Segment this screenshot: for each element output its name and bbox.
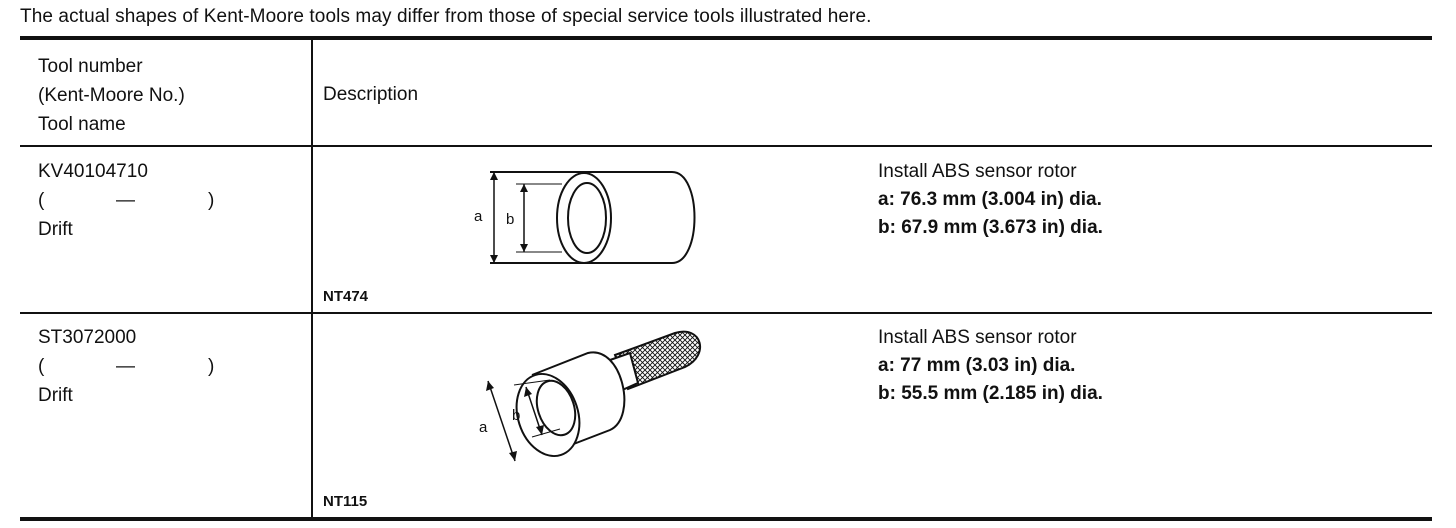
kent-moore-value: — <box>116 356 135 377</box>
table-row: ST3072000 ( — ) Drift <box>38 323 238 410</box>
table-bottom-rule <box>20 517 1432 521</box>
spec-dimension-a: a: 77 mm (3.03 in) dia. <box>878 355 1076 376</box>
header-kent-moore-no: (Kent-Moore No.) <box>38 85 185 106</box>
tool-description: Install ABS sensor rotor a: 77 mm (3.03 … <box>878 324 1103 408</box>
kent-moore-number: ( — ) <box>38 352 238 381</box>
table-row: KV40104710 ( — ) Drift <box>38 157 238 244</box>
column-divider <box>311 40 313 517</box>
dimension-b-label: b <box>506 211 514 228</box>
header-tool-number: Tool number <box>38 56 143 77</box>
tool-name: Drift <box>38 219 73 240</box>
header-description: Description <box>323 84 419 105</box>
disclaimer-note: The actual shapes of Kent-Moore tools ma… <box>20 6 872 27</box>
tool-description: Install ABS sensor rotor a: 76.3 mm (3.0… <box>878 158 1103 242</box>
tool-number: KV40104710 <box>38 161 148 182</box>
figure-code: NT474 <box>323 288 369 305</box>
drift-knurled-illustration: a b <box>479 330 702 462</box>
kent-moore-number: ( — ) <box>38 186 238 215</box>
drift-cylinder-illustration: a b <box>474 171 696 264</box>
spec-dimension-b: b: 67.9 mm (3.673 in) dia. <box>878 217 1103 238</box>
tool-name: Drift <box>38 385 73 406</box>
spec-dimension-a: a: 76.3 mm (3.004 in) dia. <box>878 189 1102 210</box>
description-title: Install ABS sensor rotor <box>878 327 1077 348</box>
description-title: Install ABS sensor rotor <box>878 161 1077 182</box>
header-tool-name: Tool name <box>38 114 126 135</box>
kent-moore-value: — <box>116 190 135 211</box>
header-row-rule <box>20 145 1432 147</box>
table-top-rule <box>20 36 1432 40</box>
dimension-b-label: b <box>512 407 520 424</box>
tool-number: ST3072000 <box>38 327 137 348</box>
dimension-a-label: a <box>474 208 483 225</box>
spec-dimension-b: b: 55.5 mm (2.185 in) dia. <box>878 383 1103 404</box>
dimension-a-label: a <box>479 419 488 436</box>
row-divider-rule <box>20 312 1432 314</box>
header-tool-column: Tool number (Kent-Moore No.) Tool name <box>38 52 185 139</box>
figure-code: NT115 <box>323 493 368 510</box>
